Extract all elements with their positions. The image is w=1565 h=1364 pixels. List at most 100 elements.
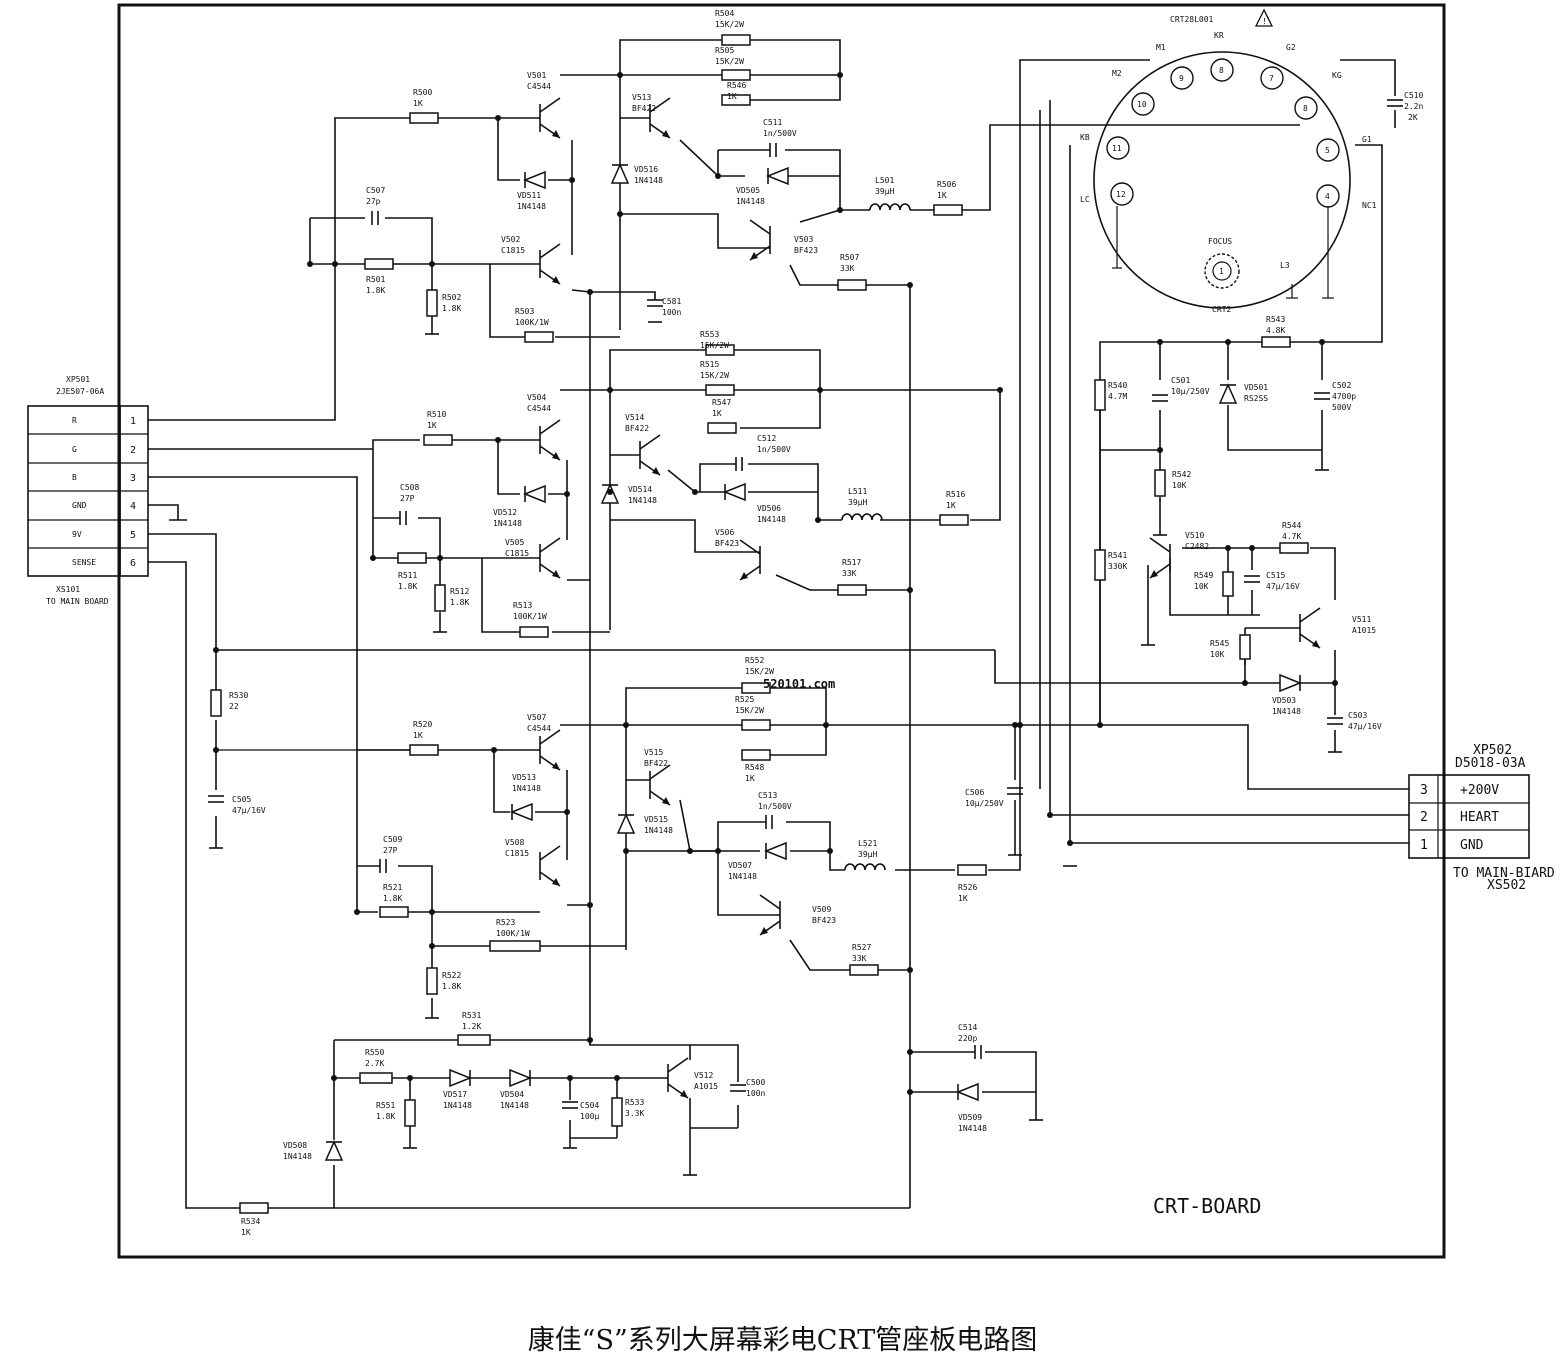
c504-capacitor (562, 1101, 578, 1109)
c511-label: C511 (763, 118, 782, 127)
page-title: 康佳“S”系列大屏幕彩电CRT管座板电路图 (527, 1325, 1038, 1356)
c508-label: C508 (400, 483, 419, 492)
l521-inductor (844, 863, 886, 871)
vd505-label: 1N4148 (736, 197, 765, 206)
c503-capacitor (1327, 717, 1343, 725)
r515-label: 15K/2W (700, 371, 729, 380)
board-outline (117, 3, 1446, 1259)
crt-pin (1106, 136, 1130, 160)
c505-capacitor (208, 795, 224, 803)
vd513-diode (509, 802, 533, 822)
r541-label: R541 (1108, 551, 1127, 560)
r511-resistor (397, 552, 427, 564)
r552-label: R552 (745, 656, 764, 665)
c501-label: C501 (1171, 376, 1190, 385)
c500-label: 100n (746, 1089, 765, 1098)
r501-resistor (364, 258, 394, 270)
r523-label: 100K/1W (496, 929, 530, 938)
r530-resistor (210, 689, 222, 717)
c513-capacitor (765, 815, 773, 829)
vd506-label: VD506 (757, 504, 781, 513)
l511-inductor (841, 513, 883, 521)
r500-resistor (409, 112, 439, 124)
r527-resistor (849, 964, 879, 976)
r507-resistor (837, 279, 867, 291)
component-labels: R5001KV501C4544VD5111N4148C50727pR5011.8… (229, 9, 1423, 1237)
r546-resistor (721, 94, 751, 106)
components (208, 34, 1403, 1214)
r516-label: R516 (946, 490, 965, 499)
junction-dot (213, 647, 219, 653)
vd507-label: VD507 (728, 861, 752, 870)
v503-transistor (749, 219, 771, 261)
vd517-diode (449, 1068, 473, 1088)
crt-pin-label: CRT2 (1212, 305, 1231, 314)
junction-dot (907, 1089, 913, 1095)
junction-dot (607, 387, 613, 393)
r534-label: R534 (241, 1217, 260, 1226)
c510-label: 2.2n (1404, 102, 1423, 111)
v512-label: V512 (694, 1071, 713, 1080)
junction-dot (332, 261, 338, 267)
c500-label: C500 (746, 1078, 765, 1087)
v511-label: V511 (1352, 615, 1371, 624)
c506-label: 10μ/250V (965, 799, 1004, 808)
r505-label: 15K/2W (715, 57, 744, 66)
v507-label: V507 (527, 713, 546, 722)
v505-label: C1815 (505, 549, 529, 558)
junction-dot (587, 289, 593, 295)
junction-dot (331, 1075, 337, 1081)
r520-label: 1K (413, 731, 423, 740)
junction-dot (692, 489, 698, 495)
vd501-label: RS2SS (1244, 394, 1268, 403)
crt-pin-label: L3 (1280, 261, 1290, 270)
r527-label: 33K (852, 954, 867, 963)
c502-label: 500V (1332, 403, 1351, 412)
vd504-label: 1N4148 (500, 1101, 529, 1110)
r534-label: 1K (241, 1228, 251, 1237)
vd506-diode (722, 482, 746, 502)
v514-label: BF422 (625, 424, 649, 433)
junction-dot (614, 1075, 620, 1081)
r526-label: 1K (958, 894, 968, 903)
r531-label: R531 (462, 1011, 481, 1020)
crt-pin-label: G1 (1362, 135, 1372, 144)
wiring (148, 39, 1409, 1209)
crt-pin-label: M2 (1112, 69, 1122, 78)
xp502-part: D5018-03A (1455, 756, 1526, 771)
junction-dot (429, 261, 435, 267)
v504-label: C4544 (527, 404, 551, 413)
vd512-label: 1N4148 (493, 519, 522, 528)
vd517-label: VD517 (443, 1090, 467, 1099)
r510-resistor (423, 434, 453, 446)
r542-label: 10K (1172, 481, 1187, 490)
r517-resistor (837, 584, 867, 596)
c581-capacitor (647, 299, 663, 307)
junction-dot (407, 1075, 413, 1081)
l501-label: L501 (875, 176, 894, 185)
r504-label: R504 (715, 9, 734, 18)
crt-pin-number: 11 (1112, 144, 1122, 153)
v504-transistor (539, 419, 561, 461)
crt-pin-number: 4 (1325, 192, 1330, 201)
v508-label: C1815 (505, 849, 529, 858)
junction-dot (564, 491, 570, 497)
r540-resistor (1094, 379, 1106, 411)
crt-pin-label: NC1 (1362, 201, 1377, 210)
v501-transistor (539, 97, 561, 139)
r522-resistor (426, 967, 438, 995)
r511-label: R511 (398, 571, 417, 580)
v503-label: V503 (794, 235, 813, 244)
r549-resistor (1222, 571, 1234, 597)
r513-resistor (519, 626, 549, 638)
r510-label: 1K (427, 421, 437, 430)
r548-label: R548 (745, 763, 764, 772)
crt-pin-number: 8 (1303, 104, 1308, 113)
r511-label: 1.8K (398, 582, 417, 591)
vd503-label: VD503 (1272, 696, 1296, 705)
c508-capacitor (399, 511, 407, 525)
xp502-pin-signal: GND (1460, 838, 1484, 853)
r547-label: R547 (712, 398, 731, 407)
xp501-part: 2JE507-06A (56, 387, 104, 396)
c502-capacitor (1314, 392, 1330, 400)
